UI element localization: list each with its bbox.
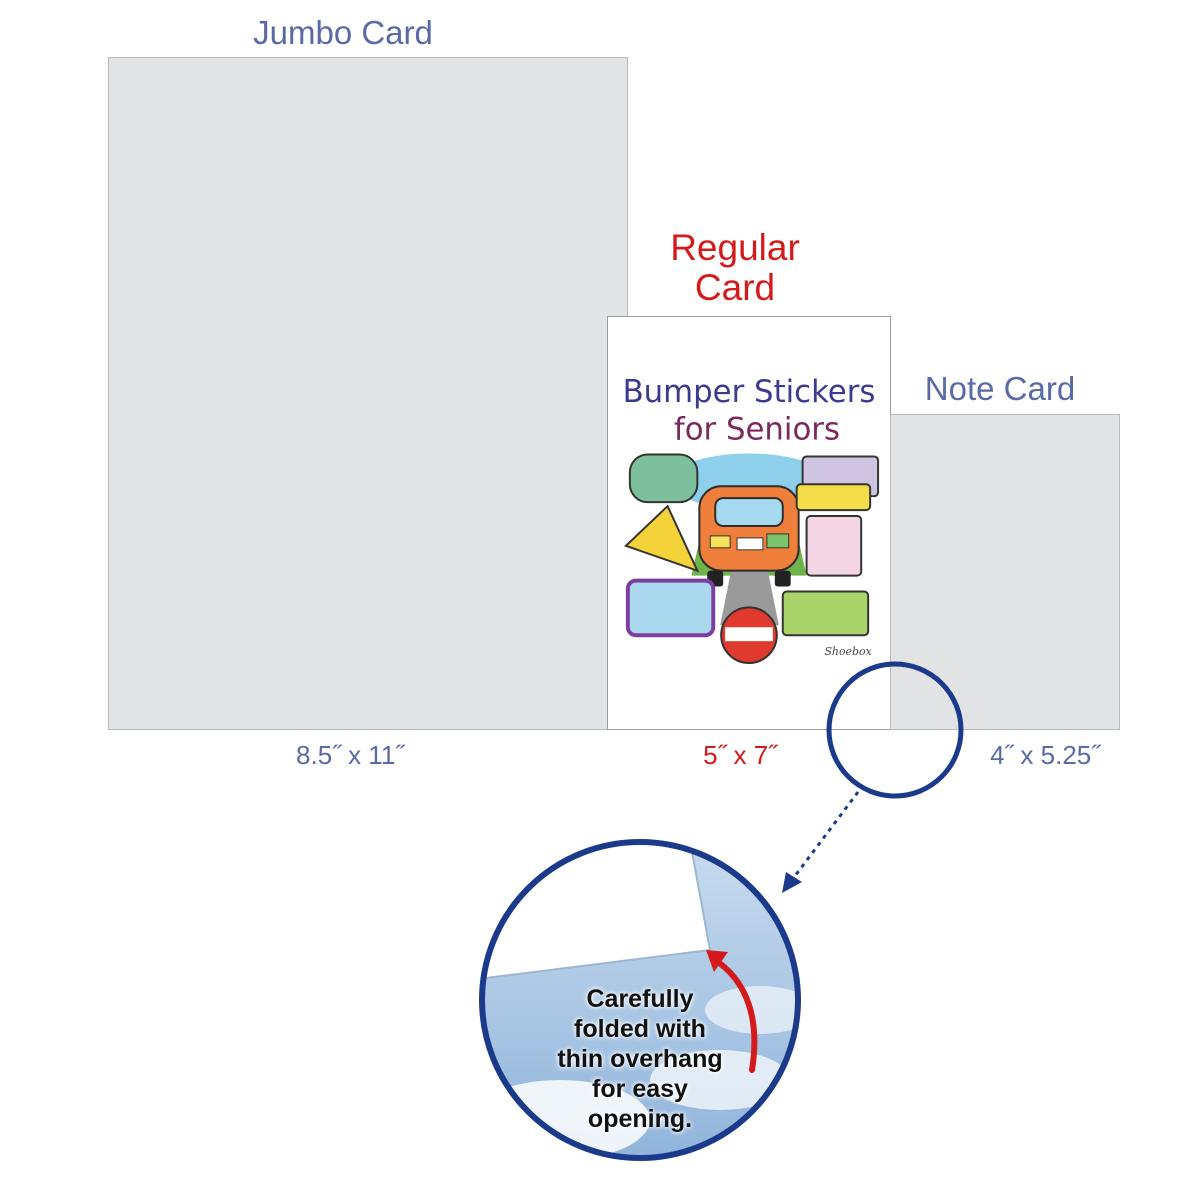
overhang-callout-text: Carefully folded with thin overhang for … (520, 984, 760, 1134)
car-window (714, 497, 784, 527)
note-card (890, 414, 1120, 730)
note-card-size: 4˝ x 5.25˝ (990, 740, 1100, 770)
jumbo-card-title: Jumbo Card (253, 14, 433, 51)
callout-line: Carefully (586, 985, 694, 1013)
regular-card-title-line1: Regular (670, 227, 800, 268)
car-sticker-2 (736, 537, 764, 551)
callout-line: thin overhang (557, 1045, 723, 1073)
regular-card-size: 5˝ x 7˝ (703, 740, 777, 770)
note-card-title: Note Card (924, 370, 1076, 407)
car-sticker-1 (709, 535, 731, 549)
artist-signature: Shoebox (824, 645, 871, 658)
regular-card-title: Regular Card (600, 228, 870, 308)
sticker-blue-bottom-left (625, 578, 716, 638)
connector-dotted-line (790, 791, 860, 881)
callout-line: for easy (592, 1075, 688, 1103)
sticker-top-left (628, 453, 699, 504)
jumbo-card (108, 57, 628, 730)
callout-line: folded with (574, 1015, 706, 1043)
sticker-pink-right (805, 515, 863, 577)
red-arrow-head-icon (706, 950, 728, 972)
sticker-red-circle-band (725, 627, 773, 642)
callout-line: opening. (587, 1105, 693, 1133)
regular-card-title-line2: Card (694, 267, 776, 308)
card-heading-line2: for Seniors (674, 412, 840, 448)
regular-card: Bumper Stickers for Seniors Shoebox (607, 316, 891, 730)
card-heading-line1: Bumper Stickers (623, 374, 876, 410)
jumbo-card-size: 8.5˝ x 11˝ (296, 740, 404, 770)
bumper-stickers-illustration: Bumper Stickers for Seniors Shoebox (623, 374, 880, 664)
car-wheel-right (774, 570, 791, 587)
connector-arrowhead (782, 872, 802, 893)
sticker-yellow-triangle (624, 504, 700, 573)
sticker-top-right-2 (795, 483, 872, 512)
car-sticker-3 (766, 533, 790, 549)
sticker-green-bottom-right (781, 590, 870, 637)
